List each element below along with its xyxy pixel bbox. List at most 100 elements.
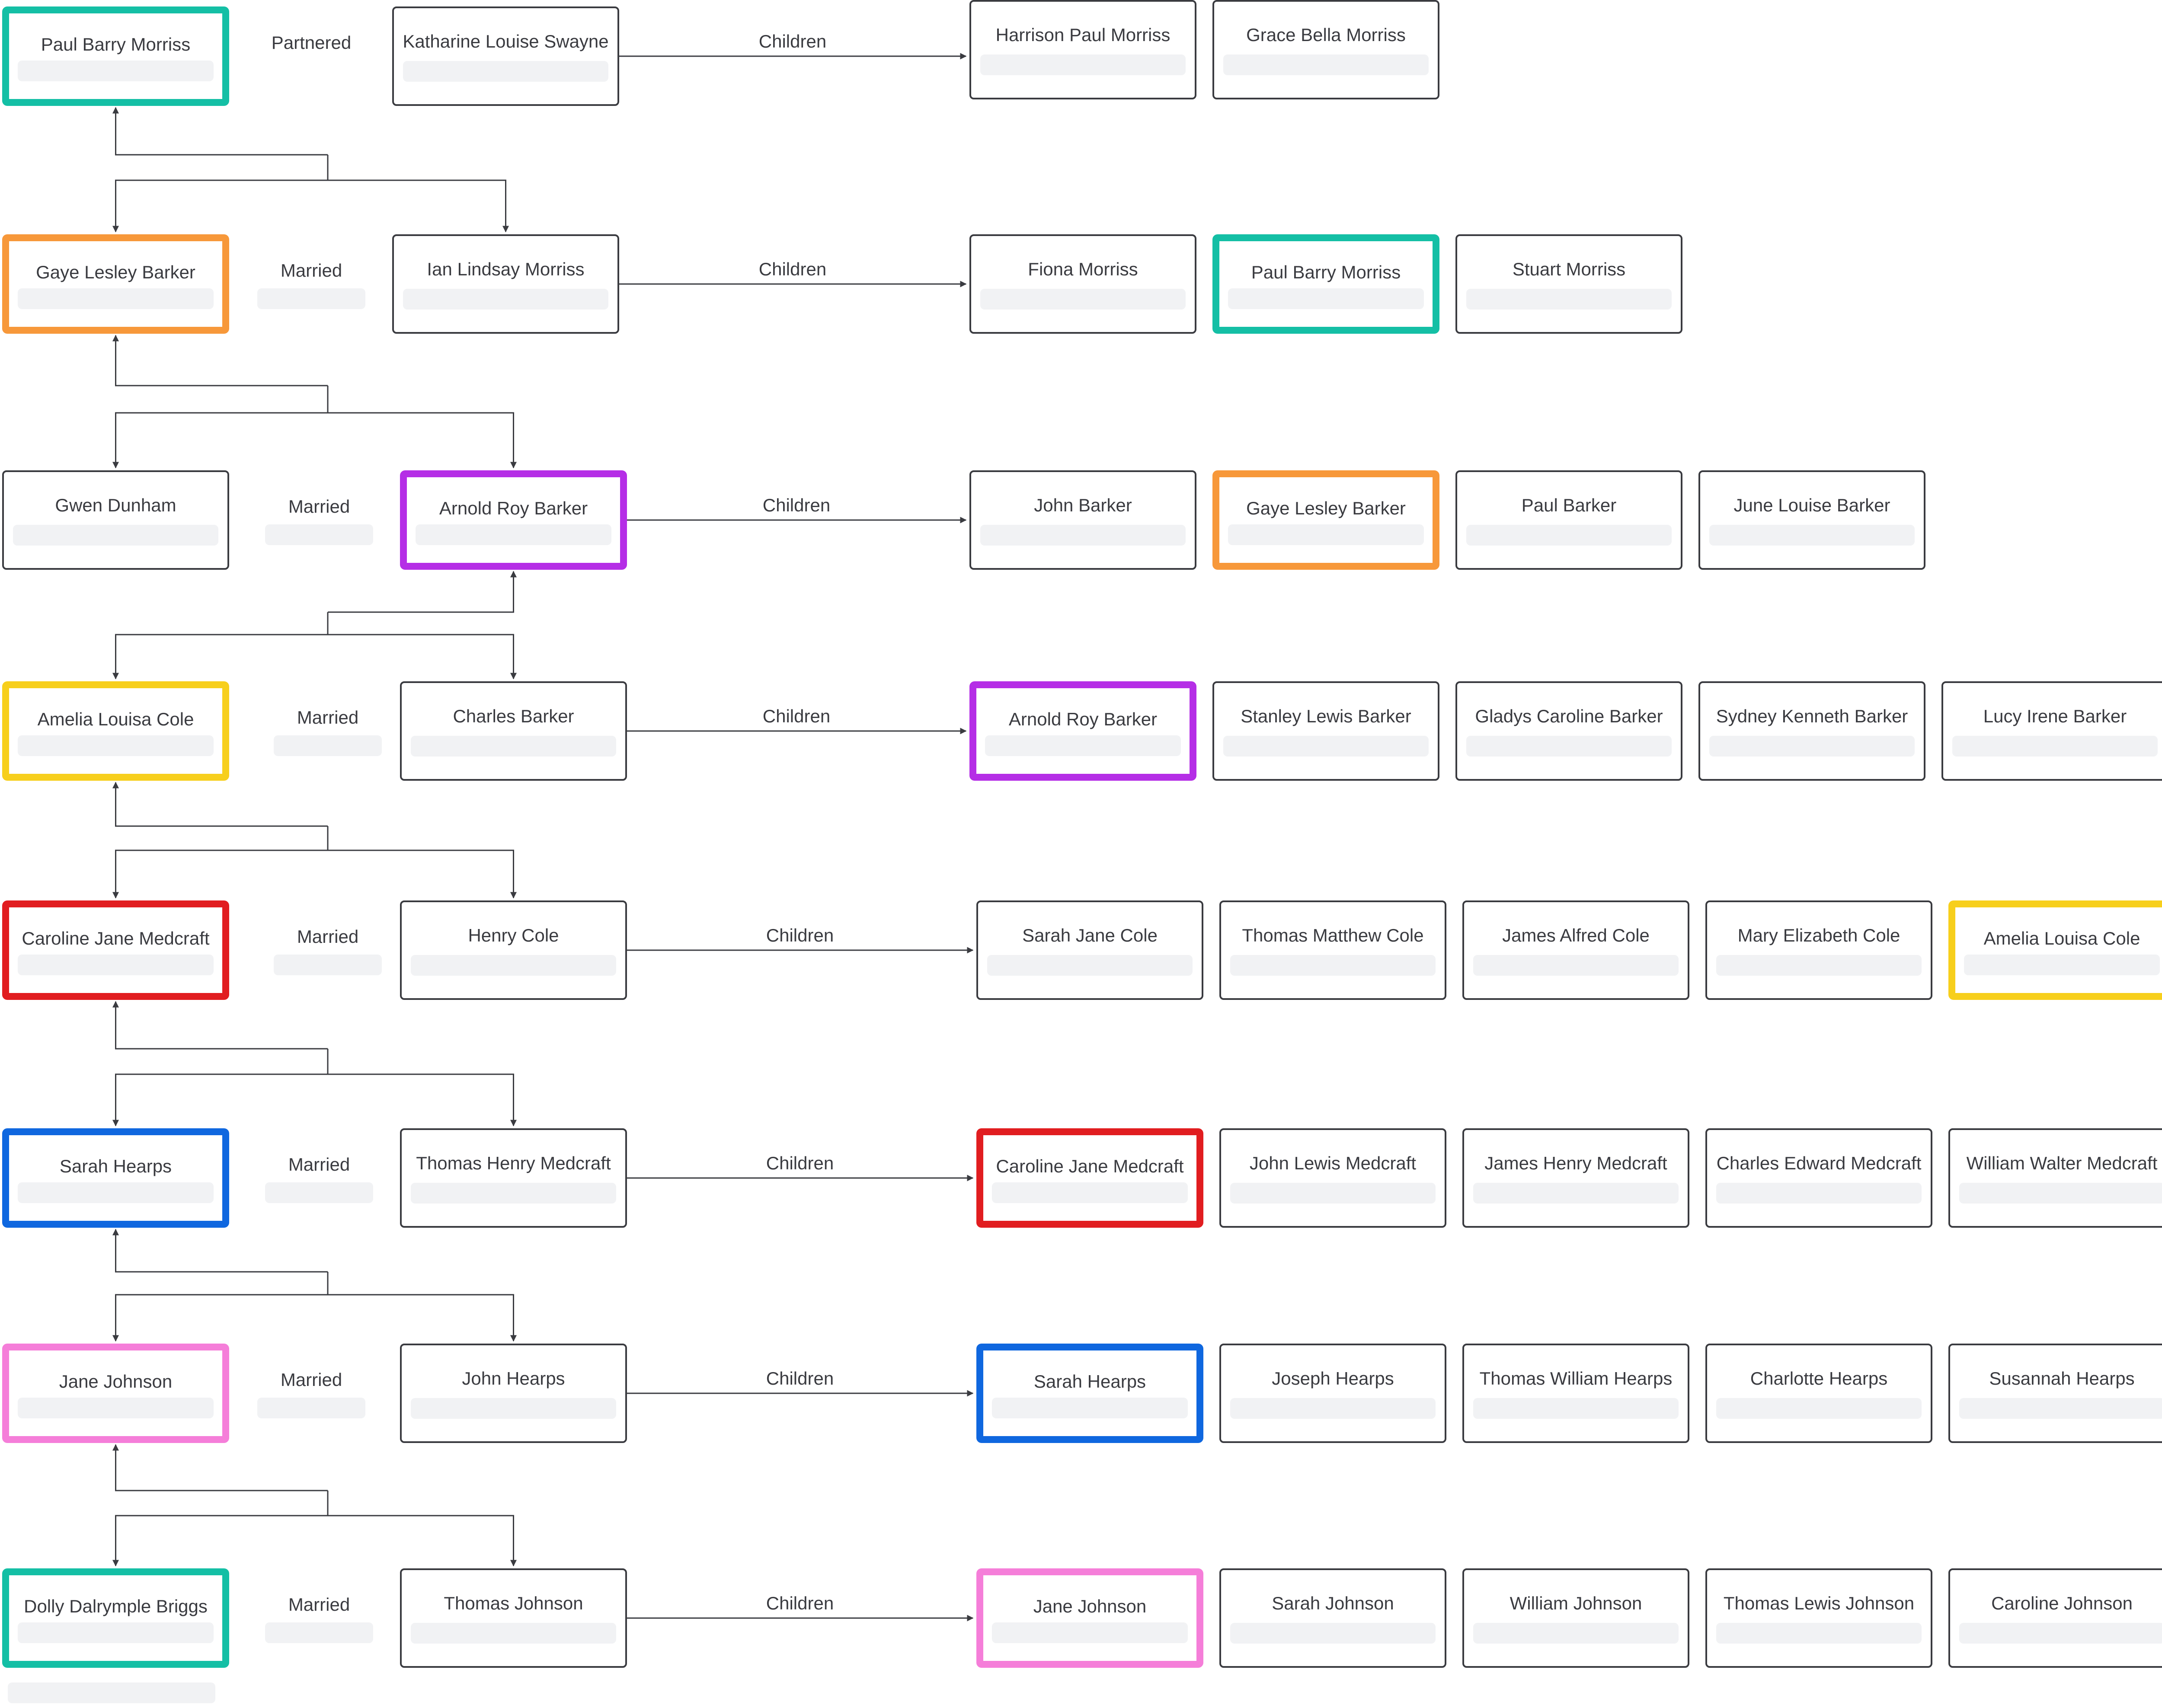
child-jane-johnson[interactable]: Jane Johnson bbox=[976, 1568, 1203, 1668]
relationship-label: Married bbox=[288, 1154, 350, 1175]
person-name: Caroline Jane Medcraft bbox=[996, 1156, 1184, 1176]
person-name: Joseph Hearps bbox=[1272, 1368, 1394, 1389]
child-stuart-morriss[interactable]: Stuart Morriss bbox=[1455, 234, 1682, 334]
parent-link-right bbox=[328, 1515, 517, 1567]
children-label: Children bbox=[762, 706, 831, 726]
spouse-thomas-henry-medcraft[interactable]: Thomas Henry Medcraft bbox=[400, 1128, 627, 1228]
spouse-ian-lindsay-morriss[interactable]: Ian Lindsay Morriss bbox=[392, 234, 619, 334]
child-stanley-lewis-barker[interactable]: Stanley Lewis Barker bbox=[1212, 681, 1439, 781]
spouse-gaye-lesley-barker[interactable]: Gaye Lesley Barker bbox=[2, 234, 229, 334]
relationship-date-placeholder bbox=[274, 955, 382, 975]
child-sarah-hearps[interactable]: Sarah Hearps bbox=[976, 1344, 1203, 1443]
spouse-sarah-hearps[interactable]: Sarah Hearps bbox=[2, 1128, 229, 1228]
details-placeholder bbox=[1709, 736, 1915, 757]
spouse-henry-cole[interactable]: Henry Cole bbox=[400, 900, 627, 1000]
person-name: Thomas William Hearps bbox=[1479, 1368, 1673, 1389]
child-charlotte-hearps[interactable]: Charlotte Hearps bbox=[1705, 1344, 1932, 1443]
spouse-gwen-dunham[interactable]: Gwen Dunham bbox=[2, 470, 229, 570]
details-placeholder bbox=[987, 955, 1193, 976]
details-placeholder bbox=[991, 1182, 1188, 1203]
spouse-dolly-dalrymple-briggs[interactable]: Dolly Dalrymple Briggs bbox=[2, 1568, 229, 1668]
details-placeholder bbox=[1959, 1623, 2162, 1644]
child-june-louise-barker[interactable]: June Louise Barker bbox=[1698, 470, 1925, 570]
details-placeholder bbox=[1964, 954, 2160, 975]
child-lucy-irene-barker[interactable]: Lucy Irene Barker bbox=[1941, 681, 2162, 781]
child-caroline-johnson[interactable]: Caroline Johnson bbox=[1948, 1568, 2162, 1668]
person-name: Gladys Caroline Barker bbox=[1475, 706, 1663, 727]
child-john-barker[interactable]: John Barker bbox=[969, 470, 1196, 570]
details-placeholder bbox=[980, 54, 1186, 76]
child-thomas-matthew-cole[interactable]: Thomas Matthew Cole bbox=[1219, 900, 1446, 1000]
child-john-lewis-medcraft[interactable]: John Lewis Medcraft bbox=[1219, 1128, 1446, 1228]
child-james-henry-medcraft[interactable]: James Henry Medcraft bbox=[1462, 1128, 1689, 1228]
child-fiona-morriss[interactable]: Fiona Morriss bbox=[969, 234, 1196, 334]
child-sarah-johnson[interactable]: Sarah Johnson bbox=[1219, 1568, 1446, 1668]
details-placeholder bbox=[980, 289, 1186, 310]
person-name: Caroline Johnson bbox=[1991, 1593, 2133, 1614]
child-susannah-hearps[interactable]: Susannah Hearps bbox=[1948, 1344, 2162, 1443]
child-arnold-roy-barker[interactable]: Arnold Roy Barker bbox=[969, 681, 1196, 781]
child-joseph-hearps[interactable]: Joseph Hearps bbox=[1219, 1344, 1446, 1443]
spouse-arnold-roy-barker[interactable]: Arnold Roy Barker bbox=[400, 470, 627, 570]
children-label: Children bbox=[766, 925, 834, 945]
parent-link bbox=[112, 782, 328, 827]
spouse-katharine-louise-swayne[interactable]: Katharine Louise Swayne bbox=[392, 6, 619, 106]
details-placeholder bbox=[1223, 736, 1429, 757]
person-name: Amelia Louisa Cole bbox=[1983, 928, 2140, 948]
person-name: James Alfred Cole bbox=[1502, 925, 1650, 946]
relationship-date-placeholder bbox=[265, 524, 373, 545]
details-placeholder bbox=[17, 1622, 214, 1643]
spouse-jane-johnson[interactable]: Jane Johnson bbox=[2, 1344, 229, 1443]
child-thomas-lewis-johnson[interactable]: Thomas Lewis Johnson bbox=[1705, 1568, 1932, 1668]
relationship-date-placeholder bbox=[257, 288, 365, 309]
person-name: Stuart Morriss bbox=[1512, 259, 1626, 280]
parent-link-right bbox=[328, 849, 517, 899]
relationship-label: Married bbox=[297, 926, 359, 947]
relationship-date-placeholder bbox=[274, 735, 382, 756]
person-name: Thomas Matthew Cole bbox=[1242, 925, 1424, 946]
person-name: James Henry Medcraft bbox=[1484, 1153, 1667, 1174]
details-placeholder bbox=[980, 525, 1186, 546]
children-label: Children bbox=[766, 1593, 834, 1613]
child-mary-elizabeth-cole[interactable]: Mary Elizabeth Cole bbox=[1705, 900, 1932, 1000]
parent-link bbox=[112, 1229, 328, 1273]
spouse-amelia-louisa-cole[interactable]: Amelia Louisa Cole bbox=[2, 681, 229, 781]
child-william-johnson[interactable]: William Johnson bbox=[1462, 1568, 1689, 1668]
person-name: John Barker bbox=[1034, 495, 1132, 516]
child-sydney-kenneth-barker[interactable]: Sydney Kenneth Barker bbox=[1698, 681, 1925, 781]
parent-link-right bbox=[328, 412, 517, 469]
relationship-label: Married bbox=[297, 707, 359, 728]
spouse-paul-barry-morriss[interactable]: Paul Barry Morriss bbox=[2, 6, 229, 106]
parent-link-right bbox=[328, 1294, 517, 1342]
relationship-label: Married bbox=[280, 1370, 342, 1390]
person-name: Dolly Dalrymple Briggs bbox=[24, 1596, 208, 1616]
spouse-thomas-johnson[interactable]: Thomas Johnson bbox=[400, 1568, 627, 1668]
relationship-date-placeholder bbox=[265, 1622, 373, 1643]
child-sarah-jane-cole[interactable]: Sarah Jane Cole bbox=[976, 900, 1203, 1000]
child-grace-bella-morriss[interactable]: Grace Bella Morriss bbox=[1212, 0, 1439, 99]
child-gaye-lesley-barker[interactable]: Gaye Lesley Barker bbox=[1212, 470, 1439, 570]
details-placeholder bbox=[991, 1397, 1188, 1418]
child-paul-barry-morriss[interactable]: Paul Barry Morriss bbox=[1212, 234, 1439, 334]
child-harrison-paul-morriss[interactable]: Harrison Paul Morriss bbox=[969, 0, 1196, 99]
details-placeholder bbox=[403, 61, 609, 82]
person-name: Mary Elizabeth Cole bbox=[1737, 925, 1900, 946]
child-william-walter-medcraft[interactable]: William Walter Medcraft bbox=[1948, 1128, 2162, 1228]
details-placeholder bbox=[1228, 524, 1424, 545]
details-placeholder bbox=[403, 289, 609, 310]
child-james-alfred-cole[interactable]: James Alfred Cole bbox=[1462, 900, 1689, 1000]
person-name: Thomas Henry Medcraft bbox=[416, 1153, 611, 1174]
child-amelia-louisa-cole[interactable]: Amelia Louisa Cole bbox=[1948, 900, 2162, 1000]
person-name: Thomas Johnson bbox=[444, 1593, 583, 1614]
child-gladys-caroline-barker[interactable]: Gladys Caroline Barker bbox=[1455, 681, 1682, 781]
person-name: Jane Johnson bbox=[1033, 1596, 1147, 1616]
child-paul-barker[interactable]: Paul Barker bbox=[1455, 470, 1682, 570]
details-placeholder bbox=[17, 954, 214, 975]
child-charles-edward-medcraft[interactable]: Charles Edward Medcraft bbox=[1705, 1128, 1932, 1228]
child-caroline-jane-medcraft[interactable]: Caroline Jane Medcraft bbox=[976, 1128, 1203, 1228]
spouse-john-hearps[interactable]: John Hearps bbox=[400, 1344, 627, 1443]
spouse-caroline-jane-medcraft[interactable]: Caroline Jane Medcraft bbox=[2, 900, 229, 1000]
child-thomas-william-hearps[interactable]: Thomas William Hearps bbox=[1462, 1344, 1689, 1443]
spouse-charles-barker[interactable]: Charles Barker bbox=[400, 681, 627, 781]
person-name: Gaye Lesley Barker bbox=[36, 262, 195, 282]
